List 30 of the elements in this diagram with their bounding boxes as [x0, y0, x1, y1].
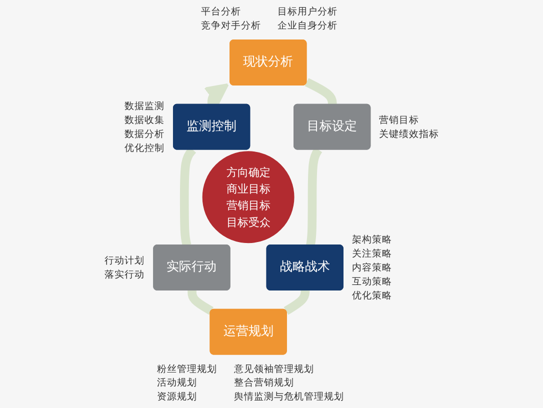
note-text: 数据分析	[124, 128, 165, 140]
note-text: 营销目标	[379, 114, 420, 126]
note-text: 关键绩效指标	[379, 128, 440, 140]
note-text: 架构策略	[352, 234, 392, 246]
note-text: 行动计划	[104, 256, 145, 267]
process-box: 监测控制	[173, 104, 250, 150]
process-box: 运营规划	[210, 308, 287, 355]
process-box: 目标设定	[294, 104, 371, 150]
process-box: 战略战术	[266, 244, 344, 290]
note-text: 活动规划	[157, 378, 198, 389]
note-text: 整合营销规划	[234, 378, 294, 389]
process-box: 现状分析	[230, 40, 307, 86]
note-text: 内容策略	[352, 262, 392, 274]
note-text: 数据收集	[124, 114, 165, 126]
note-text: 目标用户分析	[278, 6, 338, 18]
note-text: 意见领袖管理规划	[234, 364, 314, 375]
note-text: 数据监测	[124, 100, 165, 112]
note-text: 企业自身分析	[278, 20, 338, 32]
note-text: 粉丝管理规划	[157, 364, 218, 375]
circle-node: 方向确定 商业目标 营销目标 目标受众	[202, 151, 294, 244]
note-text: 优化策略	[352, 290, 392, 302]
note-text: 互动策略	[352, 276, 392, 288]
note-text: 关注策略	[352, 248, 392, 260]
note-text: 优化控制	[124, 142, 165, 154]
note-text: 舆情监测与危机管理规划	[234, 392, 344, 403]
process-box: 实际行动	[153, 244, 230, 290]
note-text: 落实行动	[104, 270, 145, 281]
note-text: 平台分析	[201, 6, 242, 18]
note-text: 竞争对手分析	[201, 20, 262, 32]
note-text: 资源规划	[157, 392, 198, 403]
